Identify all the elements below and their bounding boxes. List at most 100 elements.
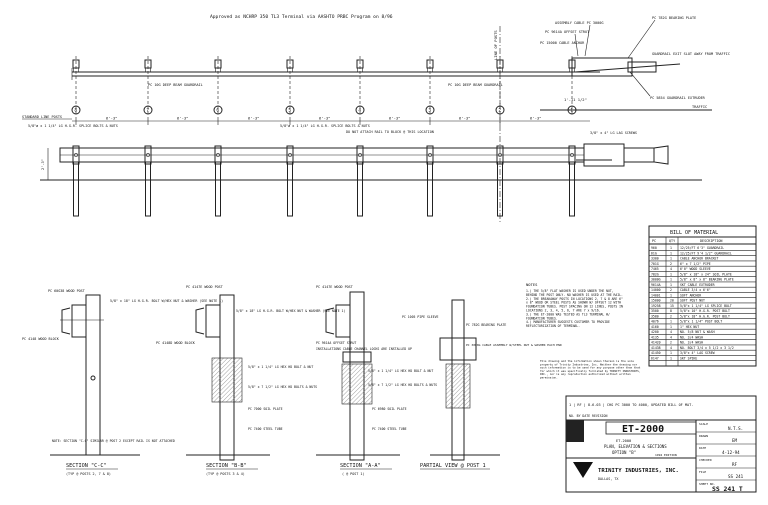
elevation-block [72, 145, 80, 165]
notes-block: NOTES 1.) THE 5/8" FLAT WASHER IS USED U… [526, 282, 641, 380]
bom-cell-desc: NO. 3/4 WASH [680, 341, 703, 345]
bom-cell-desc: CABLE ANCHOR BRACKET [680, 257, 718, 261]
post-number: 7 [146, 108, 149, 114]
aa-soil-plate [341, 363, 373, 405]
no-bolt-note: DO NOT ATTACH RAIL TO BLOCK @ THIS LOCAT… [346, 130, 434, 134]
pv-strut2: PC 1005 PIPE SLEEVE [402, 315, 439, 319]
bom-cell-desc: SKT SPIKE [680, 356, 697, 360]
scale-label: SCALE [699, 422, 708, 426]
elevation-block [286, 145, 294, 165]
note-line: FOUNDATION TUBES. POST SPACING ON 12 LIN… [526, 305, 623, 309]
bb-wood-post: PC 4147E WOOD POST [186, 285, 223, 289]
bom-cell-desc: SOFT ANCHOR [680, 293, 701, 297]
date-value: 4-12-94 [722, 450, 740, 455]
bom-cell-qty: 2 [670, 314, 672, 318]
checked-label: CHECKED [699, 458, 712, 462]
cc-block [71, 304, 87, 338]
bb-bolt3: 5/8" x 7 1/2" LG HEX HD BOLTS & NUTS [248, 385, 317, 389]
bom-cell-qty: 4 [670, 330, 672, 334]
leader-4 [629, 71, 651, 97]
note-line: 4.) MANUFACTURER SUGGESTS CUSTOMER TO PR… [526, 320, 610, 324]
bom-cell-qty: 1 [670, 283, 672, 287]
bom-cell-pc: 3580 [651, 314, 659, 318]
elevation-block [496, 145, 504, 165]
bb-sub: (TYP @ POSTS 3 & 4) [206, 472, 245, 476]
bom-frame [648, 225, 757, 367]
spacing-dimension: 6'-3" [530, 116, 541, 121]
callout-flow-traffic: GUARDRAIL EXIT SLOT AWAY FROM TRAFFIC [652, 52, 730, 56]
bom-cell-desc: SOFT POST NUT [680, 299, 705, 303]
note-line: REFLECTORIZATION OF TERMINAL. [526, 324, 580, 328]
post-number: 5 [288, 108, 291, 114]
bom-cell-desc: 5/8" x 8" x 8" BEARING PLATE [680, 278, 734, 282]
notes-lines: 1.) THE 5/8" FLAT WASHER IS USED UNDER T… [526, 289, 623, 328]
pv-soil [445, 363, 471, 409]
lag-screw-note: 3/8" x 4" LG LAG SCREWS [590, 131, 637, 135]
bom-cell-desc: 5/8"x 1 1/4" LG SPLICE BOLT [680, 304, 732, 308]
bom-cell-pc: 41438 [651, 346, 661, 350]
post-number-circle [285, 105, 295, 115]
callout-beam-guardrail: PC 10G DEEP BEAM GUARDRAIL [148, 83, 203, 87]
pv-bearing-label: PC 782G BEARING PLATE [466, 323, 506, 327]
edition: 1994 EDITION [655, 453, 677, 457]
elevation-end-head [583, 143, 625, 167]
elevation-posts [72, 145, 576, 217]
bb-block [205, 304, 221, 338]
bom-cell-qty: 2 [670, 288, 672, 292]
bom-cell-pc: 701G [651, 262, 659, 266]
bom-cell-pc: 61G [651, 251, 657, 255]
elevation-post [73, 161, 79, 217]
note-line: FOUNDATION TUBES. [526, 316, 558, 320]
elevation-block [568, 145, 576, 165]
cc-rail [61, 307, 71, 335]
post-number: 1 [570, 108, 573, 114]
bom-header-desc: DESCRIPTION [700, 239, 722, 243]
bom-cell-pc: 7465 [651, 267, 659, 271]
cc-block-label: PC 4148 WOOD BLOCK [22, 337, 60, 341]
elevation-block [356, 145, 364, 165]
drawn-value: EM [732, 438, 738, 443]
leader-3 [574, 33, 579, 57]
partial-view: PC 1005 PIPE SLEEVE PC 782G BEARING PLAT… [402, 299, 562, 470]
bb-bolt2: 5/8" x 1 1/4" LG HEX HD BOLT & NUT [248, 365, 313, 369]
elevation-bolt [216, 153, 220, 157]
spacing-dimension: 6'-3" [389, 116, 400, 121]
bom-cell-qty: 1 [670, 325, 672, 329]
spacing-dimension: 6'-3" [248, 116, 259, 121]
aa-wood-post: PC 4147E WOOD POST [316, 285, 353, 289]
callout-cable-anchor: ASSEMBLY CABLE PC 3000G [555, 21, 603, 25]
checked-value: RF [732, 462, 738, 467]
post-number-circle [143, 105, 153, 115]
bom-cell-pc: 782G [651, 272, 659, 276]
bom-cell-pc: 15000 [651, 299, 661, 303]
bom-cell-desc: 12/25/FT 9'4 1/2" GUARDRAIL [680, 251, 732, 255]
callout-cable-anchor2: PC 15000 CABLE ANCHOR [540, 41, 585, 45]
disclaimer-line: for which it was specifically furnished … [540, 369, 640, 373]
aa-sub: ( @ POST 1) [342, 472, 364, 476]
bom-cell-qty: 1 [670, 251, 672, 255]
bom-cell-pc: 4160 [651, 325, 659, 329]
company-name: TRINITY INDUSTRIES, INC. [598, 468, 679, 474]
elevation-extruder [623, 147, 655, 163]
bom-cell-pc: 41450 [651, 351, 661, 355]
company-address: DALLAS, TX [598, 477, 619, 481]
post-number-circle [71, 105, 81, 115]
cc-note: NOTE: SECTION "C-C" SIMILAR @ POST 2 EXC… [52, 439, 175, 443]
bom-cell-qty: 1 [670, 356, 672, 360]
cc-sub: (TYP @ POSTS 2, 7 & 8) [66, 472, 111, 476]
section-bb: PC 4147E WOOD POST PC 4148D WOOD BLOCK 5… [156, 285, 345, 476]
elevation-bolt [570, 153, 574, 157]
std-line-posts-label: STANDARD LINE POSTS [22, 115, 62, 119]
bom-cell-qty: 1 [670, 272, 672, 276]
aa-bolt: 5/8" x 1 1/4" LG HEX HD BOLT & NUT [368, 369, 433, 373]
section-aa: PC 4147E WOOD POST PC 9614A OFFSET STRUT… [316, 285, 437, 476]
post-number: 2 [498, 108, 501, 114]
bom-cell-qty: 8 [670, 309, 672, 313]
logo-mark [566, 420, 584, 442]
post-number-circle [567, 105, 577, 115]
bom-cell-qty: 2 [670, 341, 672, 345]
pv-cable: PC 3000G CABLE ASSEMBLY W/STEEL NUT & WA… [466, 343, 562, 347]
aa-title: SECTION "A-A" [340, 463, 381, 469]
height-dim: 2'-3" [41, 159, 45, 170]
bom-cell-desc: 5/8"x 18" H.G.R. POST BOLT [680, 314, 730, 318]
